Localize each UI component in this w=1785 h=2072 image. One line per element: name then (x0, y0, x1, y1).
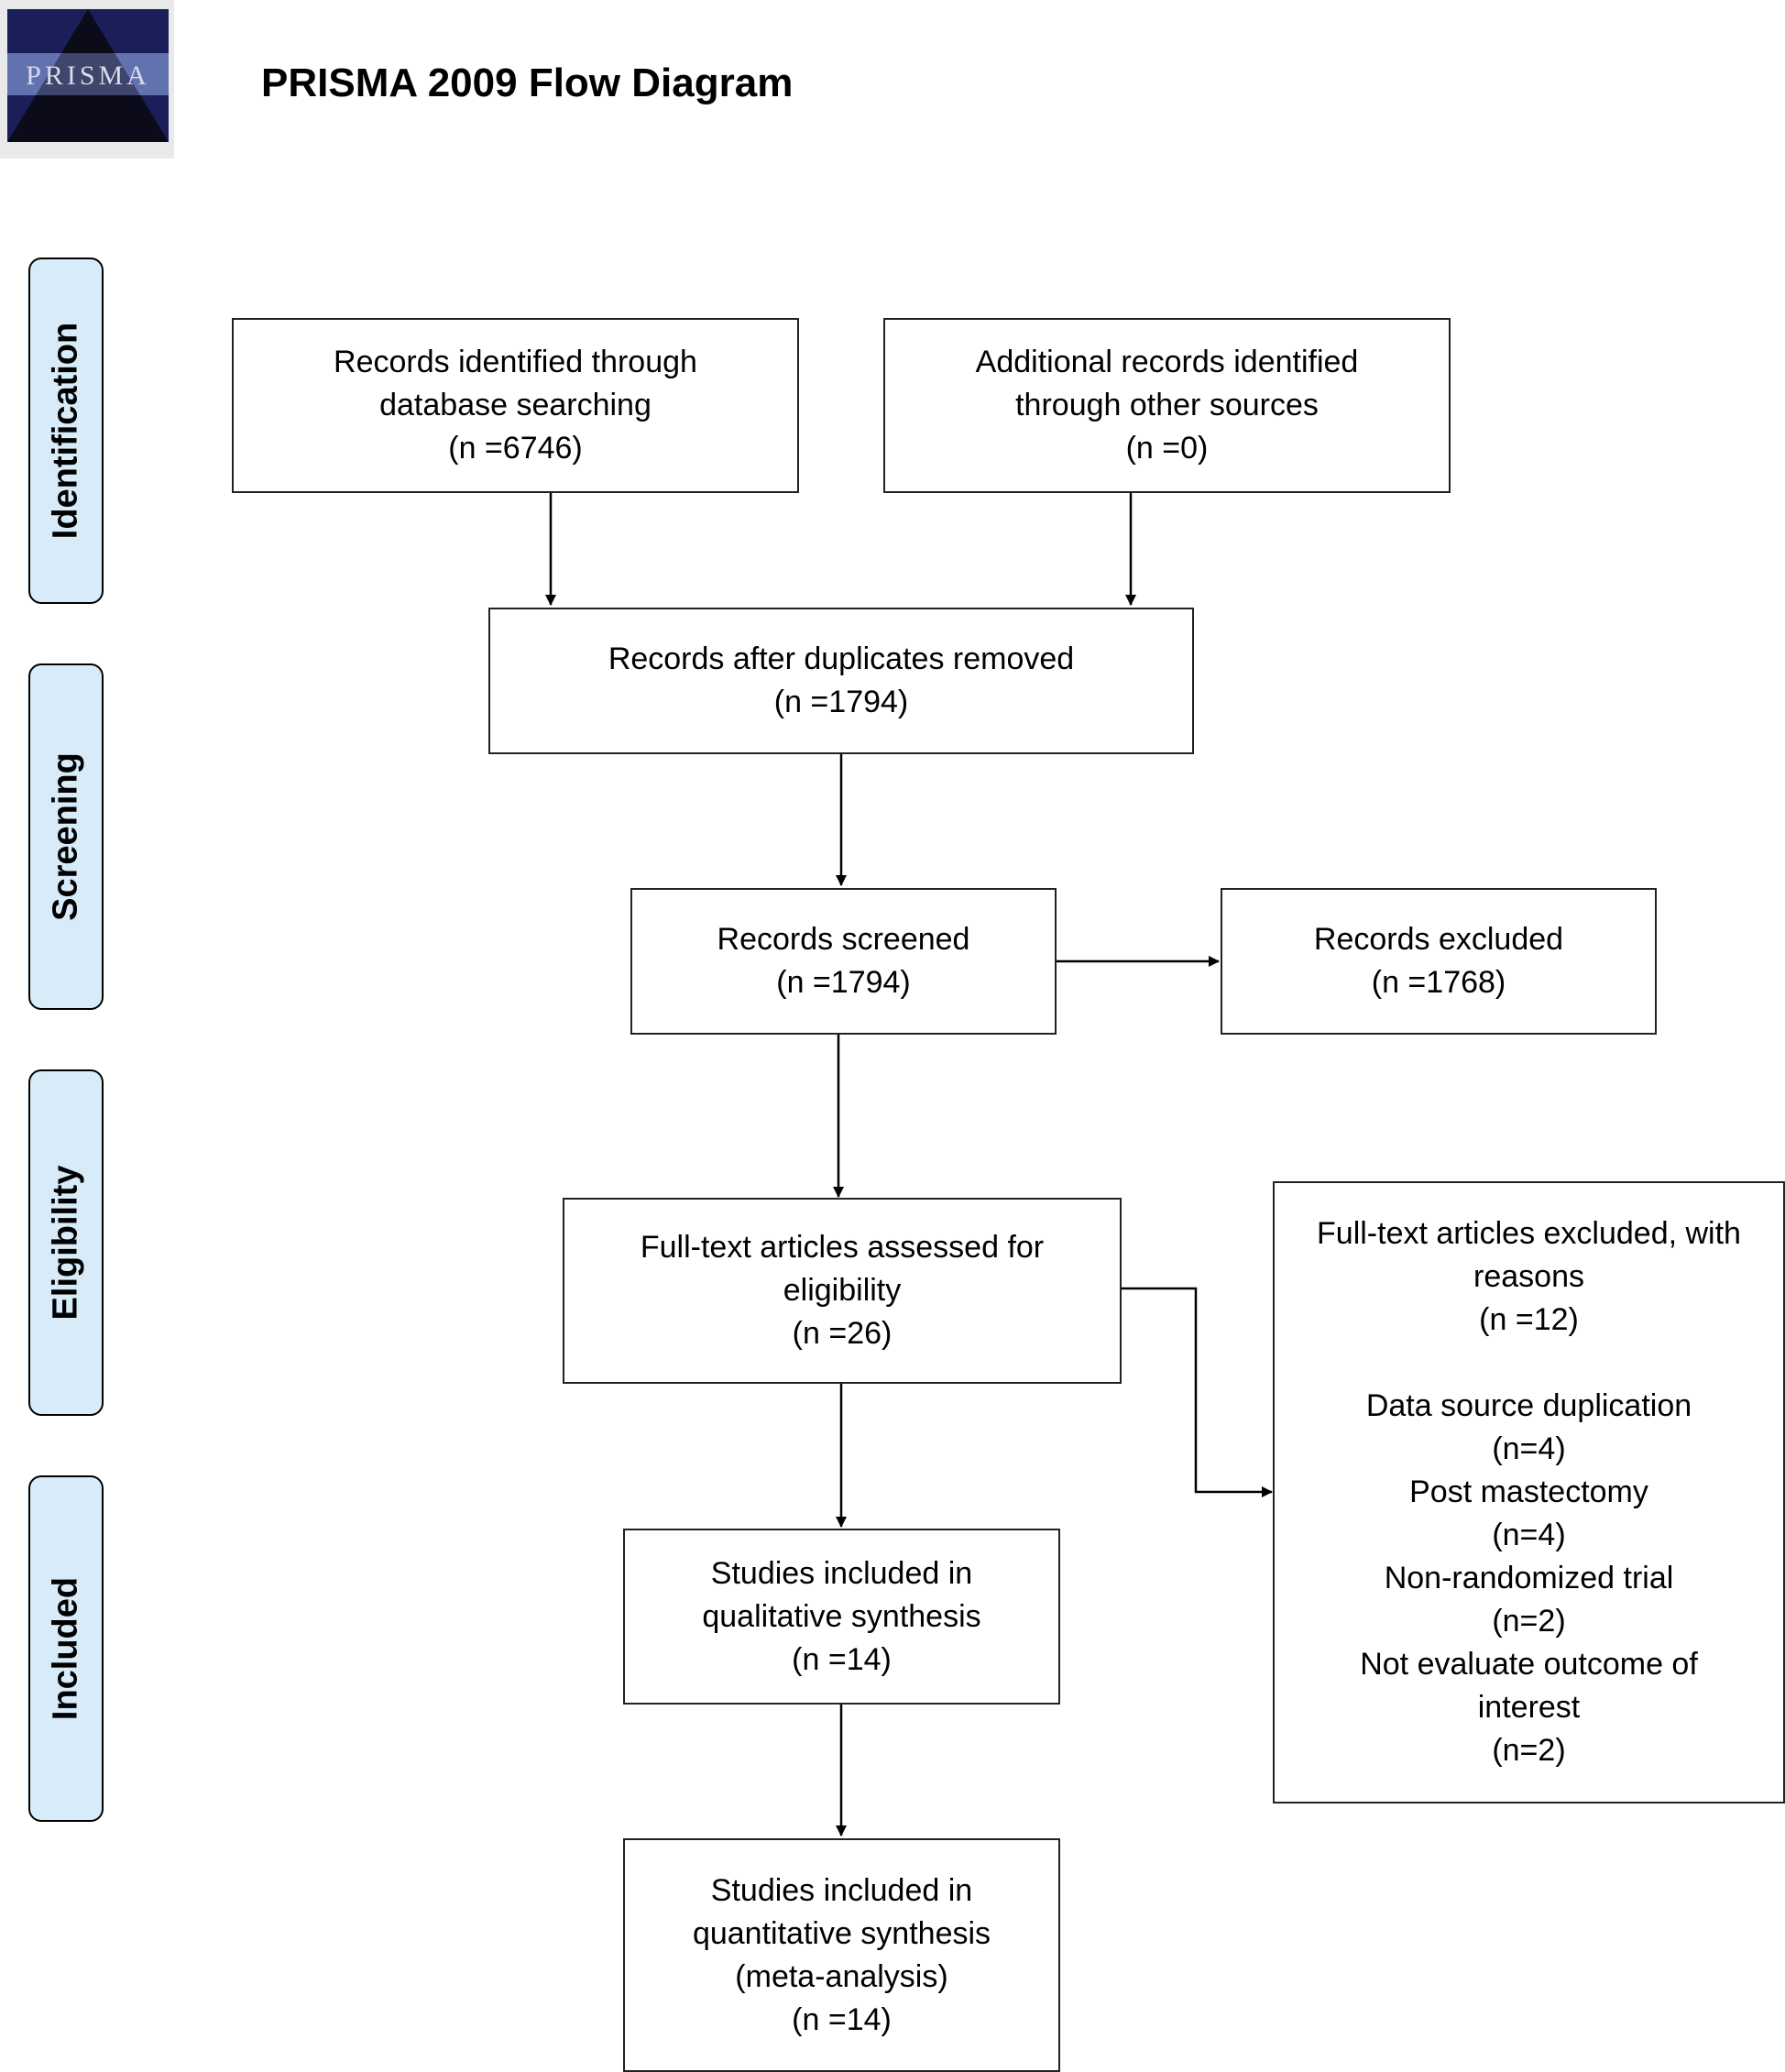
reason-label: Post mastectomy (1409, 1475, 1648, 1509)
box-text: eligibility (783, 1273, 902, 1308)
box-text: Records after duplicates removed (608, 641, 1075, 676)
box-database-search: Records identified through database sear… (232, 318, 799, 493)
reason-count: (n=4) (1492, 1518, 1566, 1552)
phase-screening: Screening (28, 663, 104, 1010)
box-text: (meta-analysis) (735, 1958, 948, 1994)
box-quantitative-synthesis: Studies included in quantitative synthes… (623, 1838, 1060, 2072)
box-text: Full-text articles excluded, with (1317, 1216, 1741, 1251)
box-text: Records excluded (1313, 922, 1564, 957)
box-text: Studies included in (710, 1872, 973, 1908)
logo-text: PRISMA (26, 60, 150, 91)
box-count: (n =14) (792, 2001, 892, 2037)
prisma-logo-graphic (7, 9, 169, 142)
reason-count: (n=2) (1492, 1733, 1566, 1768)
box-count: (n =0) (1125, 431, 1209, 466)
reason-label: Not evaluate outcome of (1360, 1647, 1698, 1682)
reason-label: Non-randomized trial (1384, 1561, 1674, 1595)
reason-label: interest (1477, 1690, 1581, 1725)
box-text: Additional records identified (975, 345, 1359, 379)
box-count: (n =14) (792, 1641, 892, 1677)
box-text: Full-text articles assessed for (640, 1230, 1045, 1265)
phase-identification: Identification (28, 258, 104, 604)
box-count: (n =12) (1479, 1302, 1579, 1337)
box-text: through other sources (1015, 388, 1319, 422)
page-title: PRISMA 2009 Flow Diagram (261, 60, 794, 105)
box-text: reasons (1473, 1259, 1584, 1294)
phase-included: Included (28, 1475, 104, 1822)
arrow-fulltext-to-excluded (1120, 1287, 1273, 1497)
box-count: (n =6746) (448, 431, 583, 466)
phase-eligibility: Eligibility (28, 1069, 104, 1416)
box-text: Studies included in (710, 1555, 973, 1591)
box-qualitative-synthesis: Studies included in qualitative synthesi… (623, 1529, 1060, 1705)
reason-count: (n=2) (1492, 1604, 1566, 1639)
box-text: qualitative synthesis (702, 1598, 981, 1634)
box-count: (n =1768) (1371, 965, 1506, 1000)
box-count: (n =1794) (776, 965, 911, 1000)
box-after-duplicates: Records after duplicates removed (n =179… (488, 608, 1194, 754)
box-text: database searching (379, 388, 652, 422)
box-records-excluded: Records excluded (n =1768) (1221, 888, 1657, 1035)
box-count: (n =1794) (773, 685, 909, 719)
prisma-logo: PRISMA (0, 0, 174, 159)
reason-label: Data source duplication (1365, 1388, 1692, 1423)
box-records-screened: Records screened (n =1794) (630, 888, 1057, 1035)
reason-count: (n=4) (1492, 1431, 1566, 1466)
box-text: Records screened (717, 922, 970, 957)
box-count: (n =26) (792, 1316, 892, 1351)
box-fulltext-excluded: Full-text articles excluded, with reason… (1273, 1181, 1785, 1803)
box-other-sources: Additional records identified through ot… (883, 318, 1451, 493)
box-text: quantitative synthesis (692, 1915, 991, 1951)
box-text: Records identified through (334, 345, 697, 379)
box-fulltext-assessed: Full-text articles assessed for eligibil… (563, 1198, 1122, 1384)
